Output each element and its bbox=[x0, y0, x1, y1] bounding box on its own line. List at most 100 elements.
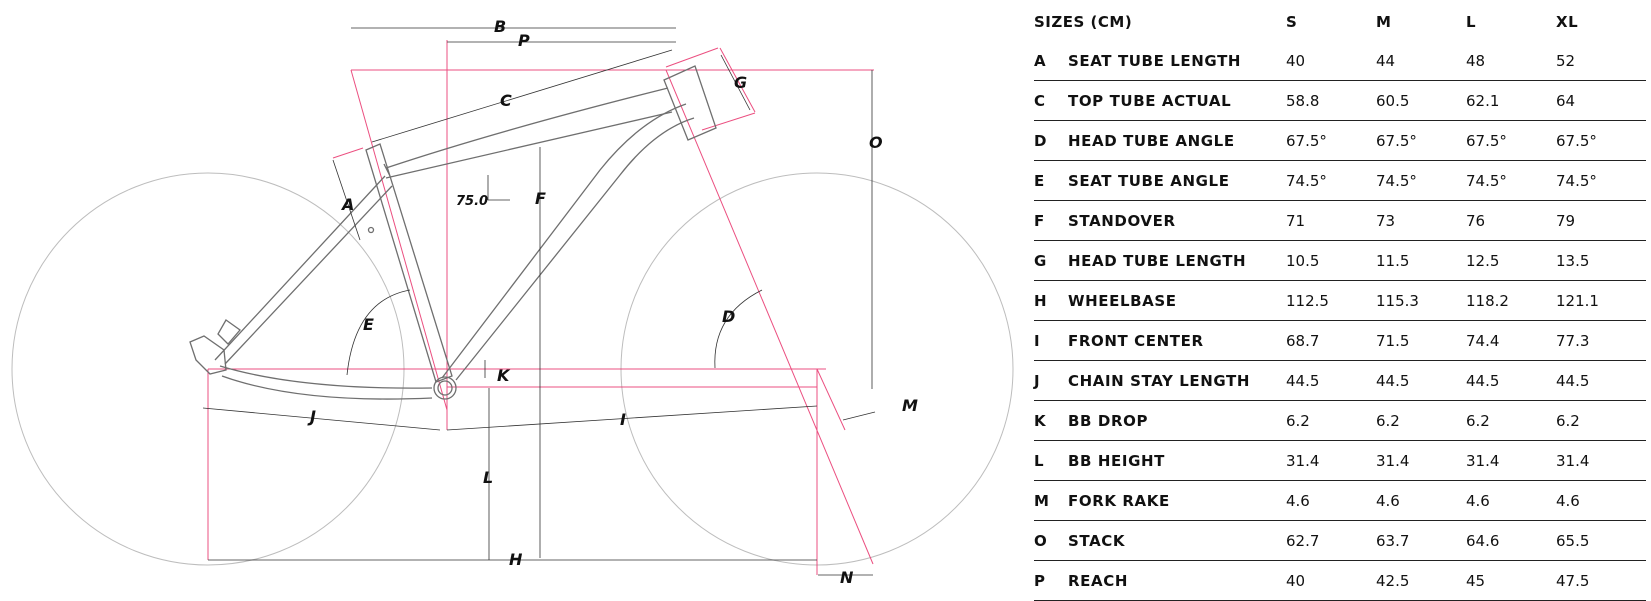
row-value-m: 4.6 bbox=[1376, 480, 1466, 521]
row-label: REACH bbox=[1068, 560, 1286, 601]
row-value-l: 31.4 bbox=[1466, 440, 1556, 481]
row-label: BB HEIGHT bbox=[1068, 440, 1286, 481]
dimension-label-g: G bbox=[734, 73, 747, 92]
row-value-xl: 52 bbox=[1556, 41, 1646, 81]
row-value-xl: 44.5 bbox=[1556, 360, 1646, 401]
row-value-m: 11.5 bbox=[1376, 240, 1466, 281]
row-key: M bbox=[1034, 480, 1068, 521]
dimension-label-o: O bbox=[869, 133, 883, 152]
bike-geometry-diagram: B P C G O A F 75.0 E D K M J I L H N bbox=[11, 17, 1014, 587]
row-value-m: 74.5° bbox=[1376, 160, 1466, 201]
dimension-label-e: E bbox=[363, 315, 374, 334]
row-value-xl: 121.1 bbox=[1556, 280, 1646, 321]
dimension-label-i: I bbox=[620, 410, 626, 429]
sizes-header: SIZES (CM) bbox=[1034, 12, 1133, 31]
chain-stay bbox=[219, 365, 433, 400]
row-key: A bbox=[1034, 41, 1068, 81]
size-header-xl: XL bbox=[1556, 12, 1579, 31]
row-value-s: 40 bbox=[1286, 41, 1376, 81]
row-label: WHEELBASE bbox=[1068, 280, 1286, 321]
table-header-row: SIZES (CM) S M L XL bbox=[1034, 2, 1646, 41]
row-label: STACK bbox=[1068, 520, 1286, 561]
bottle-mount bbox=[367, 226, 375, 234]
row-value-l: 64.6 bbox=[1466, 520, 1556, 561]
dimension-label-j: J bbox=[307, 407, 316, 426]
dimension-label-c: C bbox=[500, 91, 512, 110]
row-label: FRONT CENTER bbox=[1068, 320, 1286, 361]
seat-tube-top bbox=[383, 163, 391, 177]
dimension-label-h: H bbox=[509, 550, 523, 569]
row-label: STANDOVER bbox=[1068, 200, 1286, 241]
row-value-m: 60.5 bbox=[1376, 80, 1466, 121]
row-label: CHAIN STAY LENGTH bbox=[1068, 360, 1286, 401]
row-value-l: 48 bbox=[1466, 41, 1556, 81]
row-value-s: 10.5 bbox=[1286, 240, 1376, 281]
row-value-l: 45 bbox=[1466, 560, 1556, 601]
row-value-s: 31.4 bbox=[1286, 440, 1376, 481]
dimension-label-p: P bbox=[518, 31, 530, 50]
row-value-m: 115.3 bbox=[1376, 280, 1466, 321]
bike-frame bbox=[189, 65, 717, 400]
row-value-m: 71.5 bbox=[1376, 320, 1466, 361]
row-value-l: 4.6 bbox=[1466, 480, 1556, 521]
row-label: TOP TUBE ACTUAL bbox=[1068, 80, 1286, 121]
row-value-l: 62.1 bbox=[1466, 80, 1556, 121]
row-value-l: 118.2 bbox=[1466, 280, 1556, 321]
down-tube bbox=[441, 103, 695, 381]
dimension-label-d: D bbox=[722, 307, 735, 326]
dimension-label-m: M bbox=[902, 396, 918, 415]
dimension-label-f: F bbox=[535, 189, 546, 208]
row-label: FORK RAKE bbox=[1068, 480, 1286, 521]
row-key: G bbox=[1034, 240, 1068, 281]
row-value-xl: 64 bbox=[1556, 80, 1646, 121]
row-value-s: 74.5° bbox=[1286, 160, 1376, 201]
row-key: O bbox=[1034, 520, 1068, 561]
top-tube bbox=[385, 87, 673, 179]
row-key: D bbox=[1034, 120, 1068, 161]
row-value-l: 12.5 bbox=[1466, 240, 1556, 281]
row-label: HEAD TUBE LENGTH bbox=[1068, 240, 1286, 281]
row-label: SEAT TUBE ANGLE bbox=[1068, 160, 1286, 201]
row-value-m: 6.2 bbox=[1376, 400, 1466, 441]
row-value-xl: 65.5 bbox=[1556, 520, 1646, 561]
row-value-xl: 67.5° bbox=[1556, 120, 1646, 161]
row-value-xl: 4.6 bbox=[1556, 480, 1646, 521]
row-value-m: 44 bbox=[1376, 41, 1466, 81]
reference-lines bbox=[207, 40, 874, 575]
row-value-m: 63.7 bbox=[1376, 520, 1466, 561]
size-header-l: L bbox=[1466, 12, 1477, 31]
bottom-bracket bbox=[433, 376, 457, 400]
row-value-m: 67.5° bbox=[1376, 120, 1466, 161]
row-label: BB DROP bbox=[1068, 400, 1286, 441]
row-key: F bbox=[1034, 200, 1068, 241]
dimension-labels: B P C G O A F 75.0 E D K M J I L H N bbox=[307, 17, 918, 587]
row-label: HEAD TUBE ANGLE bbox=[1068, 120, 1286, 161]
row-value-s: 58.8 bbox=[1286, 80, 1376, 121]
size-header-s: S bbox=[1286, 12, 1298, 31]
row-value-m: 73 bbox=[1376, 200, 1466, 241]
dimension-label-l: L bbox=[483, 468, 493, 487]
row-value-m: 42.5 bbox=[1376, 560, 1466, 601]
row-value-xl: 79 bbox=[1556, 200, 1646, 241]
row-value-l: 44.5 bbox=[1466, 360, 1556, 401]
row-value-xl: 6.2 bbox=[1556, 400, 1646, 441]
row-key: J bbox=[1034, 360, 1068, 401]
row-key: C bbox=[1034, 80, 1068, 121]
row-value-l: 74.5° bbox=[1466, 160, 1556, 201]
row-value-s: 67.5° bbox=[1286, 120, 1376, 161]
head-tube bbox=[663, 65, 717, 141]
row-value-s: 71 bbox=[1286, 200, 1376, 241]
seat-stay bbox=[214, 175, 393, 365]
row-value-l: 74.4 bbox=[1466, 320, 1556, 361]
row-value-s: 4.6 bbox=[1286, 480, 1376, 521]
